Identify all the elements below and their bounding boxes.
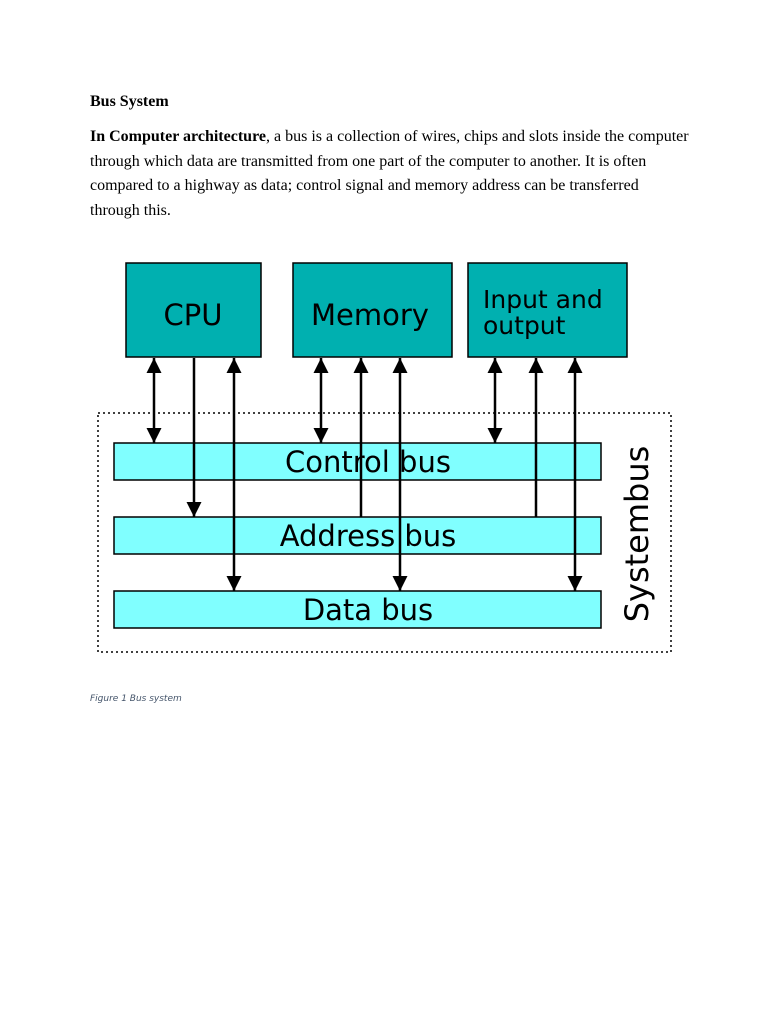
system-bus-label: Systembus [618,446,656,623]
bus-bar-data [113,590,602,629]
section-heading: Bus System [90,93,169,110]
component-box-memory [292,262,453,358]
component-box-cpu [125,262,262,358]
paragraph-bold-lead: In Computer architecture [90,128,266,145]
component-box-io [467,262,628,358]
component-label-io: Input and [483,285,603,314]
component-label-memory: Memory [311,298,429,332]
bus-bar-address [113,516,602,555]
bus-label-data: Data bus [303,593,433,627]
bus-label-address: Address bus [280,519,457,553]
bus-label-control: Control bus [285,445,451,479]
component-label-io: output [483,311,566,340]
component-label-cpu: CPU [164,298,223,332]
paragraph-body: , a bus is a collection of wires, chips … [90,128,689,219]
system-bus-frame [97,412,672,653]
intro-paragraph: In Computer architecture, a bus is a col… [90,125,690,223]
figure-caption: Figure 1 Bus system [90,694,182,704]
